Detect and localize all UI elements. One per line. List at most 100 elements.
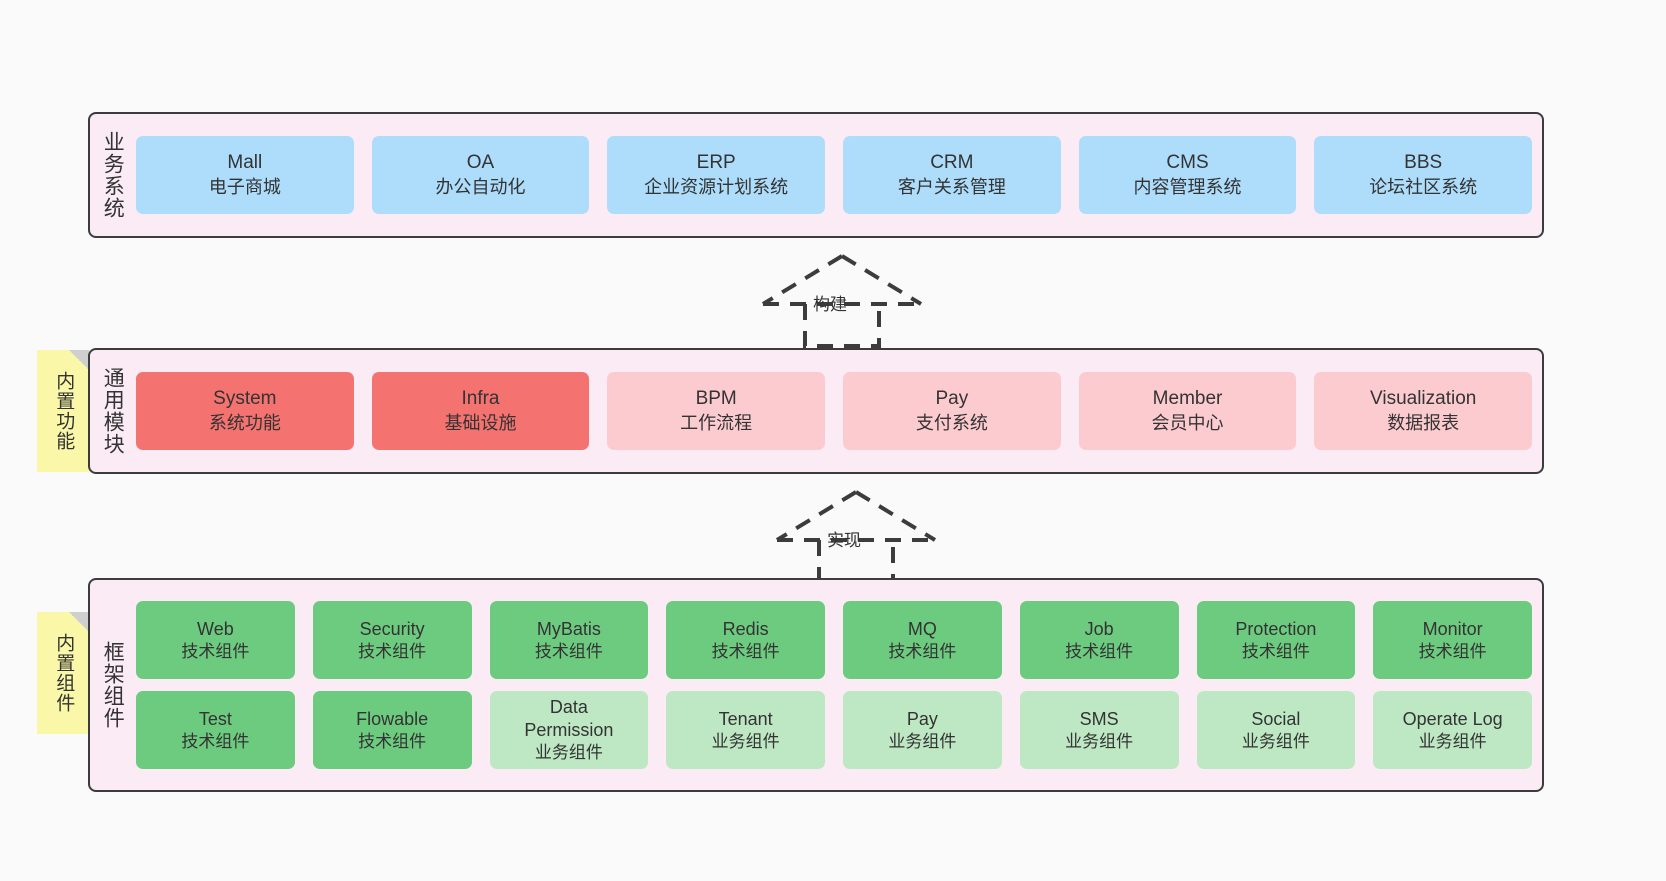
module-card-title: BPM — [695, 388, 737, 410]
component-card-subtitle: 技术组件 — [358, 731, 427, 751]
module-card-bbs[interactable]: BBS 论坛社区系统 — [1314, 136, 1533, 214]
component-card-subtitle: 业务组件 — [1418, 731, 1487, 751]
component-card-subtitle: 技术组件 — [1065, 641, 1134, 661]
component-card-title: Flowable — [356, 708, 429, 729]
row: Test 技术组件 Flowable 技术组件 Data Permission … — [136, 691, 1532, 769]
module-card-title: Visualization — [1370, 388, 1477, 410]
component-card-security[interactable]: Security 技术组件 — [312, 601, 472, 679]
section-label-business-systems: 业务系统 — [101, 131, 125, 219]
component-card-subtitle: 业务组件 — [534, 743, 603, 763]
component-card-subtitle: 技术组件 — [181, 641, 250, 661]
section-common-modules: 通用模块 System 系统功能 Infra 基础设施 BPM 工作流程 Pay… — [88, 348, 1544, 474]
component-card-title: Job — [1084, 618, 1114, 639]
component-card-subtitle: 业务组件 — [711, 731, 780, 751]
section-body-common-modules: System 系统功能 Infra 基础设施 BPM 工作流程 Pay 支付系统… — [134, 350, 1542, 472]
generalization-arrow-icon — [775, 490, 937, 584]
module-card-title: OA — [466, 152, 495, 174]
component-card-title: MyBatis — [536, 618, 601, 639]
component-card-title: Protection — [1235, 618, 1317, 639]
module-card-subtitle: 支付系统 — [915, 412, 988, 433]
sticky-note-builtin-functions: 内置功能 — [37, 350, 89, 472]
component-card-job[interactable]: Job 技术组件 — [1019, 601, 1179, 679]
component-card-mq[interactable]: MQ 技术组件 — [843, 601, 1002, 679]
section-label-common-modules: 通用模块 — [101, 367, 125, 455]
row: Mall 电子商城 OA 办公自动化 ERP 企业资源计划系统 CRM 客户关系… — [136, 136, 1533, 214]
module-card-subtitle: 客户关系管理 — [897, 176, 1006, 197]
module-card-subtitle: 内容管理系统 — [1133, 176, 1242, 197]
module-card-erp[interactable]: ERP 企业资源计划系统 — [607, 136, 826, 214]
module-card-crm[interactable]: CRM 客户关系管理 — [843, 136, 1061, 214]
connector-label-implement: 实现 — [827, 531, 861, 550]
module-card-cms[interactable]: CMS 内容管理系统 — [1078, 136, 1297, 214]
component-card-title: Operate Log — [1402, 708, 1503, 729]
component-card-social[interactable]: Social 业务组件 — [1196, 691, 1356, 769]
module-card-subtitle: 基础设施 — [444, 412, 517, 433]
module-card-oa[interactable]: OA 办公自动化 — [371, 136, 590, 214]
module-card-subtitle: 工作流程 — [680, 412, 753, 433]
module-card-bpm[interactable]: BPM 工作流程 — [607, 372, 826, 450]
component-card-title: Security — [359, 618, 425, 639]
row: System 系统功能 Infra 基础设施 BPM 工作流程 Pay 支付系统… — [136, 372, 1533, 450]
connector-label-build: 构建 — [813, 295, 847, 314]
component-card-monitor[interactable]: Monitor 技术组件 — [1373, 601, 1532, 679]
module-card-visualization[interactable]: Visualization 数据报表 — [1314, 372, 1533, 450]
component-card-subtitle: 技术组件 — [711, 641, 780, 661]
component-card-subtitle: 技术组件 — [888, 641, 957, 661]
section-body-business-systems: Mall 电子商城 OA 办公自动化 ERP 企业资源计划系统 CRM 客户关系… — [134, 114, 1542, 236]
component-card-title: Test — [198, 708, 232, 729]
module-card-title: Pay — [935, 388, 969, 410]
section-framework-components: 框架组件 Web 技术组件 Security 技术组件 MyBatis 技术组件… — [88, 578, 1544, 792]
component-card-web[interactable]: Web 技术组件 — [136, 601, 295, 679]
component-card-flowable[interactable]: Flowable 技术组件 — [312, 691, 472, 769]
component-card-redis[interactable]: Redis 技术组件 — [666, 601, 825, 679]
component-card-pay[interactable]: Pay 业务组件 — [843, 691, 1002, 769]
component-card-subtitle: 技术组件 — [534, 641, 603, 661]
module-card-infra[interactable]: Infra 基础设施 — [371, 372, 590, 450]
module-card-pay[interactable]: Pay 支付系统 — [843, 372, 1061, 450]
module-card-subtitle: 企业资源计划系统 — [644, 176, 789, 197]
section-label-framework-components: 框架组件 — [101, 641, 125, 729]
row: Web 技术组件 Security 技术组件 MyBatis 技术组件 Redi… — [136, 601, 1532, 679]
module-card-title: BBS — [1404, 152, 1443, 174]
component-card-title: Social — [1251, 708, 1301, 729]
sticky-note-text: 内置组件 — [53, 633, 75, 713]
module-card-subtitle: 办公自动化 — [435, 176, 526, 197]
sticky-note-text: 内置功能 — [53, 371, 75, 451]
connector-implement: 实现 — [771, 488, 941, 584]
component-card-operate-log[interactable]: Operate Log 业务组件 — [1373, 691, 1532, 769]
component-card-subtitle: 技术组件 — [1241, 641, 1310, 661]
component-card-title: Monitor — [1422, 618, 1483, 639]
component-card-subtitle: 业务组件 — [1241, 731, 1310, 751]
module-card-subtitle: 数据报表 — [1387, 412, 1460, 433]
sticky-note-builtin-components: 内置组件 — [37, 612, 89, 734]
component-card-title: Redis — [722, 618, 769, 639]
module-card-subtitle: 论坛社区系统 — [1369, 176, 1478, 197]
module-card-title: CRM — [930, 152, 974, 174]
component-card-title: MQ — [907, 618, 937, 639]
component-card-subtitle: 技术组件 — [181, 731, 250, 751]
module-card-subtitle: 会员中心 — [1151, 412, 1224, 433]
module-card-title: Infra — [461, 388, 500, 410]
module-card-title: CMS — [1166, 152, 1209, 174]
component-card-data-permission[interactable]: Data Permission 业务组件 — [489, 691, 649, 769]
component-card-title: Pay — [906, 708, 938, 729]
component-card-test[interactable]: Test 技术组件 — [136, 691, 295, 769]
component-card-title: Web — [197, 618, 234, 639]
module-card-title: System — [213, 388, 277, 410]
component-card-subtitle: 业务组件 — [1065, 731, 1134, 751]
connector-build: 构建 — [757, 252, 927, 348]
component-card-tenant[interactable]: Tenant 业务组件 — [666, 691, 825, 769]
module-card-subtitle: 电子商城 — [208, 176, 281, 197]
module-card-member[interactable]: Member 会员中心 — [1078, 372, 1297, 450]
component-card-sms[interactable]: SMS 业务组件 — [1019, 691, 1179, 769]
component-card-protection[interactable]: Protection 技术组件 — [1196, 601, 1356, 679]
module-card-mall[interactable]: Mall 电子商城 — [136, 136, 354, 214]
component-card-subtitle: 技术组件 — [358, 641, 427, 661]
component-card-subtitle: 技术组件 — [1418, 641, 1487, 661]
component-card-mybatis[interactable]: MyBatis 技术组件 — [489, 601, 649, 679]
component-card-title: SMS — [1079, 708, 1119, 729]
module-card-system[interactable]: System 系统功能 — [136, 372, 354, 450]
component-card-subtitle: 业务组件 — [888, 731, 957, 751]
module-card-subtitle: 系统功能 — [208, 412, 281, 433]
